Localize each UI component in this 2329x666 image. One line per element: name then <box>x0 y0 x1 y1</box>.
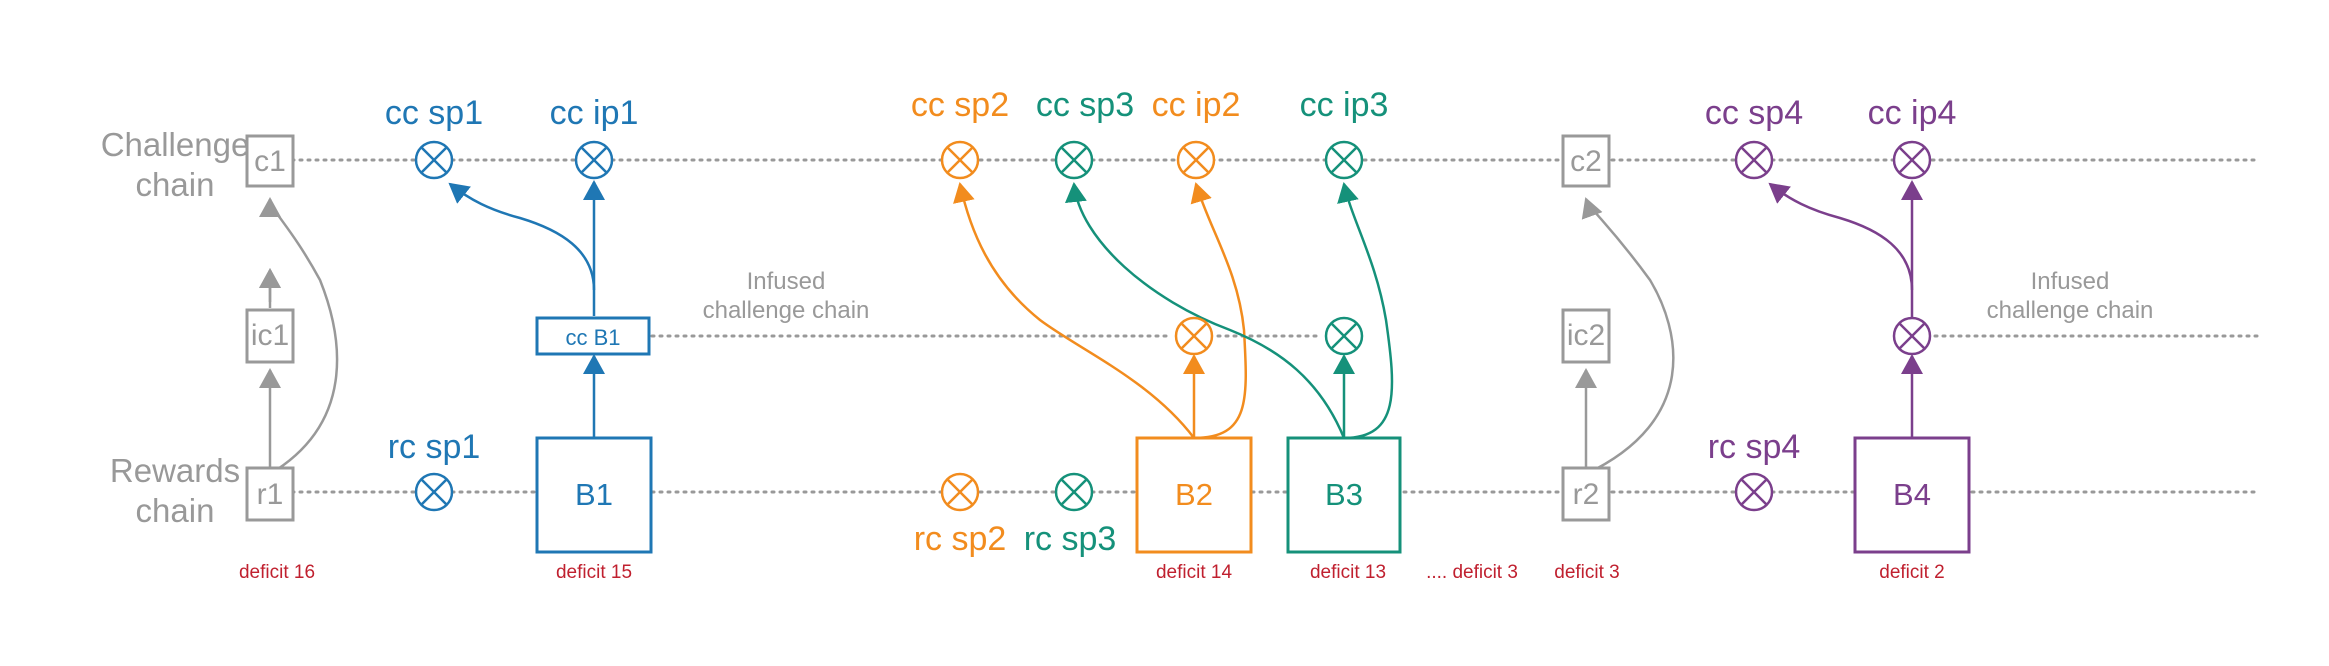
challenge-chain-label-1: Challenge <box>101 126 250 163</box>
b3-node <box>1286 436 1402 554</box>
signage-point-markers <box>414 140 1932 512</box>
b3-label: B3 <box>1325 477 1363 512</box>
cc-sp1-marker <box>414 140 454 180</box>
r2-node <box>1561 466 1611 522</box>
ic1-label: ic1 <box>251 319 289 352</box>
deficit-2: deficit 2 <box>1879 562 1944 583</box>
b4-label: B4 <box>1893 477 1931 512</box>
c2-node <box>1561 134 1611 188</box>
deficit-15: deficit 15 <box>556 562 632 583</box>
rewards-chain-label-2: chain <box>136 492 215 529</box>
r2-label: r2 <box>1573 478 1600 511</box>
cc-ip2-marker <box>1176 140 1216 180</box>
teal-group-b3: cc sp3 cc ip3 rc sp3 B3 <box>1024 86 1402 558</box>
rc-sp4-label: rc sp4 <box>1708 428 1801 466</box>
cc-ip3-label: cc ip3 <box>1300 86 1389 124</box>
gray-group-1: c1 ic1 r1 <box>245 134 339 522</box>
b1-label: B1 <box>575 477 613 512</box>
cc-sp3-label: cc sp3 <box>1036 86 1134 124</box>
r1-label: r1 <box>257 478 284 511</box>
b4-node <box>1853 436 1971 554</box>
cc-b1-node <box>535 316 651 356</box>
deficit-3-dots: .... deficit 3 <box>1426 562 1518 583</box>
cc-ip4-marker <box>1892 140 1932 180</box>
ic2-node <box>1561 308 1611 364</box>
infused-label-right-2: challenge chain <box>1987 297 2154 324</box>
cc-ip4-label: cc ip4 <box>1868 94 1957 132</box>
b2-node <box>1135 436 1253 554</box>
rc-sp3-label: rc sp3 <box>1024 520 1117 558</box>
c1-label: c1 <box>254 145 286 178</box>
orange-group-b2: cc sp2 cc ip2 rc sp2 B2 <box>911 86 1253 558</box>
cc-sp2-marker <box>940 140 980 180</box>
cc-ip3-marker <box>1324 140 1364 180</box>
icc-b3-marker <box>1324 316 1364 356</box>
deficit-14: deficit 14 <box>1156 562 1232 583</box>
b2-label: B2 <box>1175 477 1213 512</box>
cc-sp3-marker <box>1054 140 1094 180</box>
cc-ip1-label: cc ip1 <box>550 94 639 132</box>
cc-b1-label: cc B1 <box>565 325 620 350</box>
deficit-16: deficit 16 <box>239 562 315 583</box>
cc-sp4-marker <box>1734 140 1774 180</box>
rc-sp2-marker <box>940 472 980 512</box>
challenge-chain-label-2: chain <box>136 166 215 203</box>
infused-label-right-1: Infused <box>2031 268 2110 295</box>
rc-sp1-marker <box>414 472 454 512</box>
r1-node <box>245 466 295 522</box>
ic1-node <box>245 308 295 364</box>
deficit-3: deficit 3 <box>1554 562 1619 583</box>
purple-group-b4: cc sp4 cc ip4 rc sp4 B4 <box>1705 94 1971 554</box>
rc-sp4-marker <box>1734 472 1774 512</box>
cc-ip2-label: cc ip2 <box>1152 86 1241 124</box>
ic2-label: ic2 <box>1567 319 1605 352</box>
rc-sp2-label: rc sp2 <box>914 520 1007 558</box>
c2-label: c2 <box>1570 145 1602 178</box>
blue-group-b1: cc sp1 cc ip1 rc sp1 cc B1 B1 <box>385 94 653 554</box>
icc-b4-marker <box>1892 316 1932 356</box>
cc-sp4-label: cc sp4 <box>1705 94 1803 132</box>
deficit-13: deficit 13 <box>1310 562 1386 583</box>
rc-sp3-marker <box>1054 472 1094 512</box>
cc-sp1-label: cc sp1 <box>385 94 483 132</box>
rewards-chain-label-1: Rewards <box>110 452 240 489</box>
cc-ip1-marker <box>574 140 614 180</box>
b1-node <box>535 436 653 554</box>
rc-sp1-label: rc sp1 <box>388 428 481 466</box>
infused-label-left-1: Infused <box>747 268 826 295</box>
icc-b2-marker <box>1174 316 1214 356</box>
gray-group-2: c2 ic2 r2 <box>1561 134 1675 522</box>
c1-node <box>245 134 295 188</box>
cc-sp2-label: cc sp2 <box>911 86 1009 124</box>
infused-label-left-2: challenge chain <box>703 297 870 324</box>
